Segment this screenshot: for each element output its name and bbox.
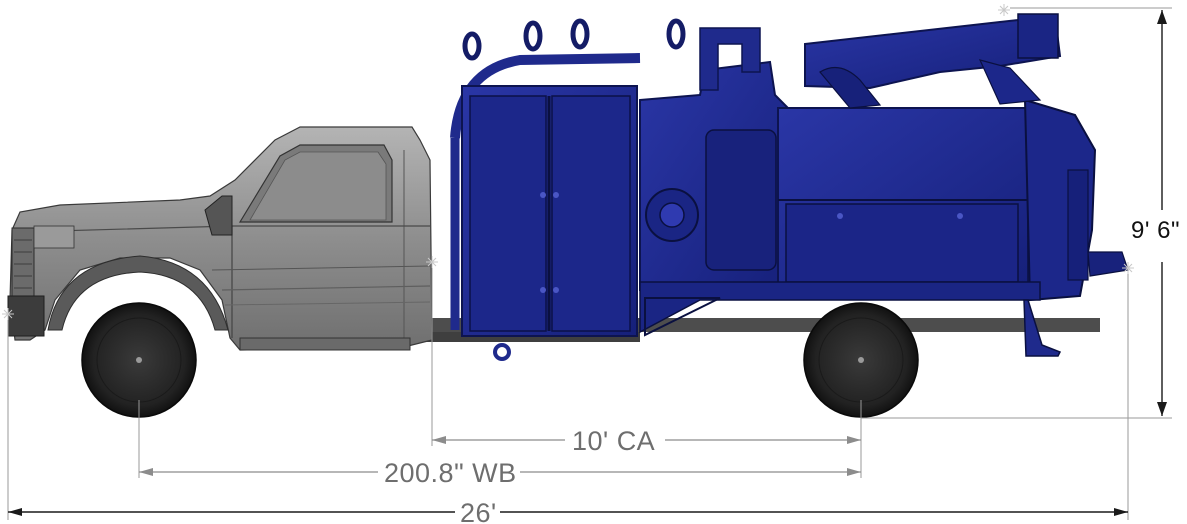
height-label: 9' 6" [1131,217,1180,244]
overall-length-label: 26' [460,498,497,524]
rear-wheel [803,302,919,418]
truck-cab [7,126,433,351]
overall-length-dimension: 26' [8,498,1128,524]
cab-to-axle-dimension: 10' CA [432,426,861,456]
front-wheel [81,302,197,418]
wheelbase-dimension: 200.8" WB [139,458,861,488]
reference-markers [2,4,1134,320]
height-dimension: 9' 6" [1131,10,1180,416]
vacuum-body [450,13,1129,361]
cab-to-axle-label: 10' CA [572,426,655,456]
wheelbase-label: 200.8" WB [384,458,517,488]
extension-lines [7,7,1172,520]
